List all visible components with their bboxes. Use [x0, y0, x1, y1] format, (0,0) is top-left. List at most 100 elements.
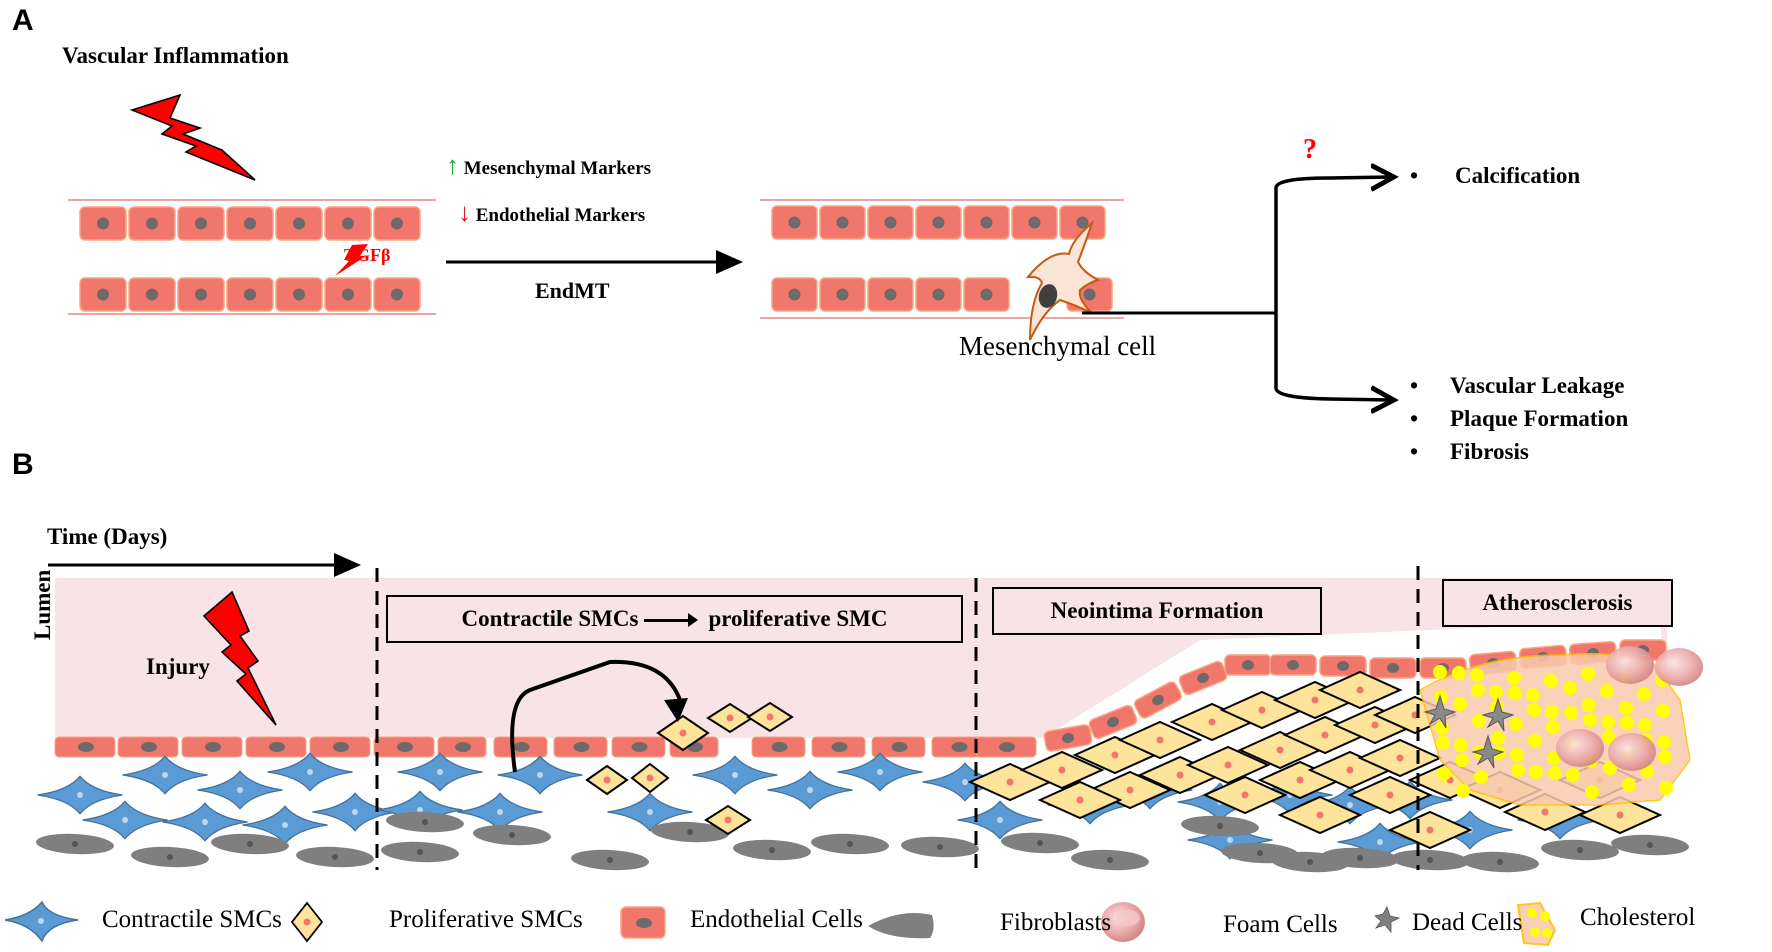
cholesterol-icon [1528, 734, 1542, 748]
legend-fibroblasts: Fibroblasts [1000, 909, 1112, 936]
endothelial-cell-icon [226, 277, 274, 312]
cholesterol-icon [1510, 748, 1524, 762]
foam-cell-icon [1606, 646, 1654, 684]
fibroblast-icon [811, 833, 889, 855]
mesenchymal-cell-icon [1025, 219, 1101, 341]
cholesterol-icon [1526, 688, 1540, 702]
cholesterol-icon [1529, 765, 1543, 779]
cholesterol-icon [1548, 766, 1562, 780]
cholesterol-icon [1509, 717, 1523, 731]
foam-cell-icon [1556, 729, 1604, 767]
cholesterol-icon [1511, 763, 1525, 777]
cholesterol-icon [1602, 730, 1616, 744]
endothelial-cell-icon [915, 205, 962, 240]
endothelial-cell-icon [819, 277, 866, 312]
cholesterol-icon [1619, 701, 1633, 715]
cholesterol-icon [1470, 668, 1484, 682]
dead-cell-icon [1471, 734, 1505, 769]
plaque-formation-label: Plaque Formation [1450, 406, 1629, 431]
endothelial-cell-icon [177, 206, 225, 241]
fibroblast-icon [901, 836, 979, 858]
cholesterol-icon [1435, 721, 1449, 735]
endothelial-cell-icon [128, 277, 176, 312]
endothelial-cell-icon [324, 206, 372, 241]
contractile-smc-icon [607, 792, 693, 832]
stage-neointima-formation: Neointima Formation [992, 587, 1322, 635]
cholesterol-icon [1656, 704, 1670, 718]
endothelial-cell-icon [275, 206, 323, 241]
cholesterol-icon [1585, 785, 1599, 799]
cholesterol-icon [1566, 768, 1580, 782]
endothelial-cell-icon [1134, 681, 1182, 719]
endothelial-cell-icon [819, 205, 866, 240]
cholesterol-icon [1472, 714, 1486, 728]
outcomes-arrow [1274, 388, 1392, 400]
endothelial-cell-icon [79, 206, 127, 241]
cholesterol-icon [1603, 761, 1617, 775]
fibroblast-icon [571, 849, 649, 871]
fibroblast-icon [1181, 815, 1259, 837]
contractile-smc-icon [267, 752, 353, 792]
legend-endothelial-cell-icon [620, 906, 666, 939]
fibroblast-icon [36, 833, 114, 855]
injury-label: Injury [146, 654, 210, 679]
contractile-smc-icon [957, 800, 1043, 840]
vascular-leakage-label: Vascular Leakage [1450, 373, 1625, 398]
legend-proliferative-smcs: Proliferative SMCs [389, 906, 583, 933]
fibroblast-icon [1001, 832, 1079, 854]
panel-b-label: B [12, 448, 34, 481]
cholesterol-icon [1456, 784, 1470, 798]
proliferative-smc-icon [1317, 670, 1403, 710]
endothelial-cell-icon [373, 277, 421, 312]
legend-fibroblast-icon [868, 913, 934, 939]
endothelial-cell-icon [1043, 724, 1093, 752]
endothelial-cell-icon [1269, 654, 1317, 676]
contractile-smc-icon [767, 770, 853, 810]
cholesterol-icon [1657, 735, 1671, 749]
fibroblast-icon [651, 821, 729, 843]
endothelial-markers-label: Endothelial Markers [475, 205, 646, 226]
cholesterol-icon [1600, 684, 1614, 698]
contractile-smc-icon [692, 755, 778, 795]
proliferative-smc-icon [1117, 720, 1203, 760]
inflammation-bolt-icon [129, 93, 256, 181]
fibroblast-icon [1321, 847, 1399, 869]
proliferative-smc-icon [630, 762, 670, 794]
contractile-smc-icon [37, 775, 123, 815]
proliferative-smc-icon [1019, 750, 1105, 790]
fibroblast-icon [386, 811, 464, 833]
fibroblast-icon [131, 846, 209, 868]
cholesterol-icon [1563, 681, 1577, 695]
endothelial-cell-icon [1369, 657, 1417, 679]
transition-arrow-icon [644, 612, 699, 627]
endothelial-cell-icon [275, 277, 323, 312]
calcification-label: Calcification [1455, 163, 1581, 188]
mesenchymal-markers-label: Mesenchymal Markers [463, 158, 652, 179]
endothelial-cell-icon [177, 277, 225, 312]
mesenchymal-cell-label: Mesenchymal cell [959, 331, 1157, 361]
fibroblast-icon [1391, 849, 1469, 871]
cholesterol-icon [1583, 713, 1597, 727]
proliferative-smc-icon [1037, 780, 1123, 820]
stage-atherosclerosis: Atherosclerosis [1442, 579, 1673, 627]
contractile-smc-icon [397, 752, 483, 792]
fibrosis-label: Fibrosis [1450, 439, 1529, 464]
proliferative-smc-icon [1387, 810, 1473, 850]
proliferative-smc-icon [704, 804, 752, 836]
legend-foam-cells: Foam Cells [1223, 911, 1338, 938]
cholesterol-icon [1527, 703, 1541, 717]
bullet: • [1410, 163, 1419, 188]
legend-dead-cells: Dead Cells [1412, 909, 1523, 936]
endothelial-cell-icon [1088, 704, 1138, 740]
cholesterol-icon [1544, 674, 1558, 688]
cholesterol-icon [1601, 715, 1615, 729]
cholesterol-icon [1546, 720, 1560, 734]
calcification-arrow [1274, 177, 1392, 188]
endothelial-cell-icon [128, 206, 176, 241]
endothelial-cell-icon [963, 277, 1010, 312]
tgf-bolt-icon [335, 244, 368, 276]
contractile-smc-icon [197, 770, 283, 810]
cholesterol-icon [1622, 778, 1636, 792]
cholesterol-icon [1491, 731, 1505, 745]
